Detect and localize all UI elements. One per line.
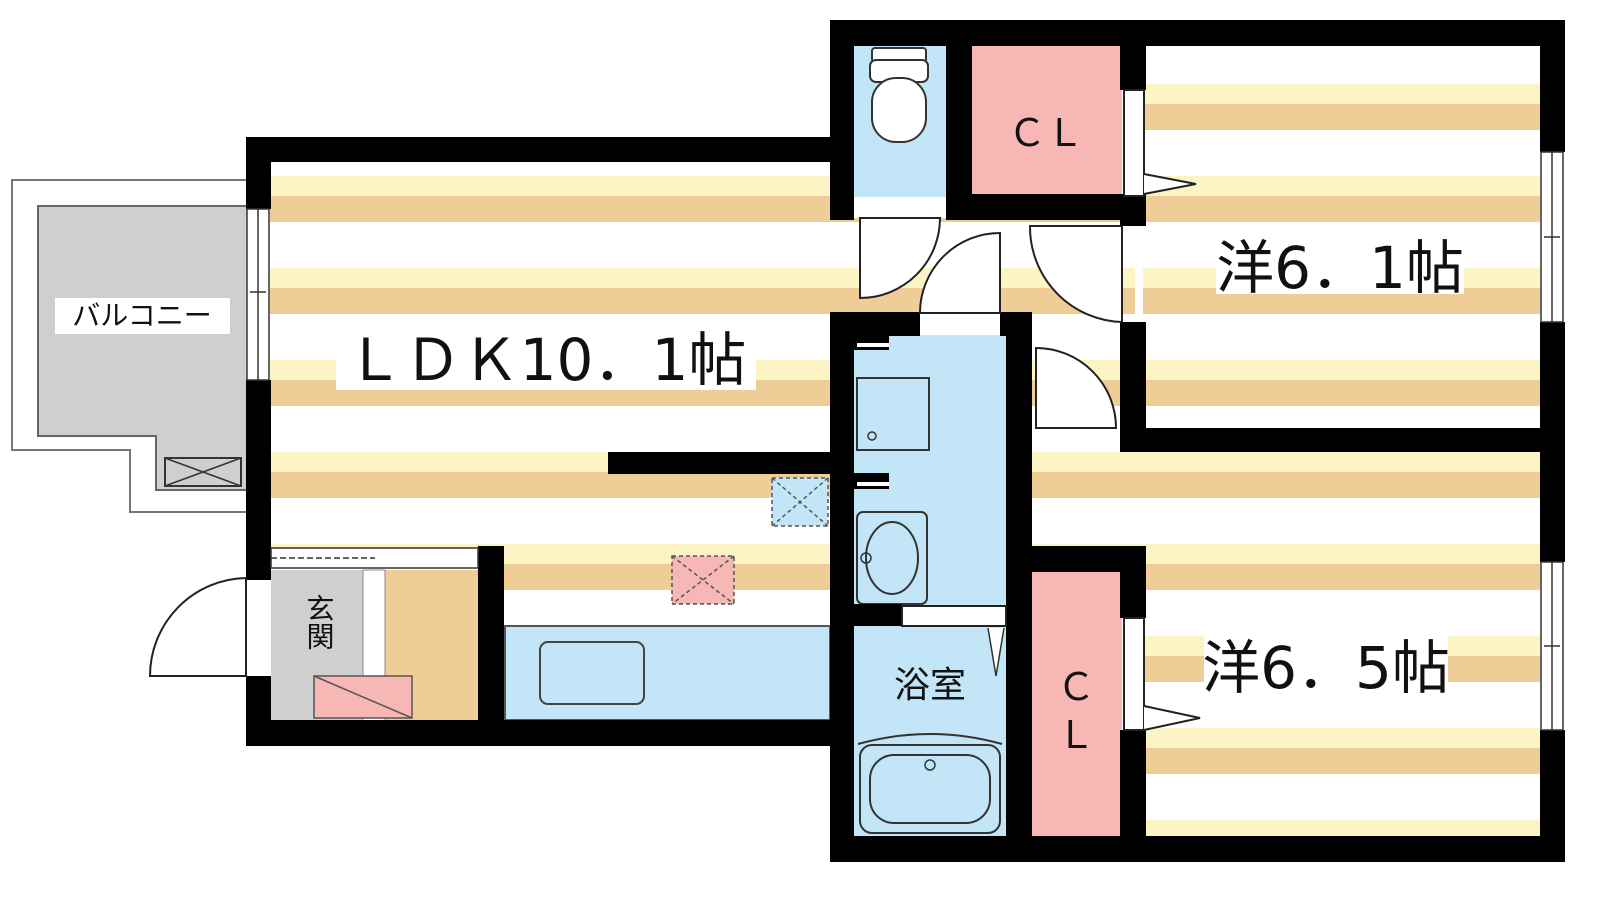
bath-label: 浴室	[894, 665, 966, 706]
hallway-floor-south	[1030, 448, 1540, 548]
entrance-door-swing-icon	[148, 576, 247, 677]
doors	[148, 89, 1201, 731]
closet-side-label-l: Ｌ	[1057, 713, 1095, 757]
washbasin-icon	[856, 511, 928, 605]
entrance-door-gap	[246, 580, 271, 676]
closet-side-label-c: Ｃ	[1057, 665, 1095, 709]
room1-door-swing-icon	[1028, 225, 1123, 324]
walls	[246, 20, 1565, 862]
toilet-bowl-icon	[871, 77, 927, 143]
outdoor-unit-cross-icon	[164, 457, 242, 487]
kitchen-counter	[504, 625, 831, 721]
balcony: バルコニー	[11, 179, 249, 513]
ldk-label: ＬＤＫ10．1帖	[346, 326, 747, 394]
balcony-label: バルコニー	[72, 299, 211, 332]
closet-side-fill	[1030, 570, 1122, 840]
closet-side-door	[1123, 617, 1145, 731]
room-labels: ＬＤＫ10．1帖 洋6．1帖 洋6．5帖 ＣＬ Ｃ Ｌ 玄関	[302, 111, 1464, 757]
washroom-door-swing-icon	[918, 231, 1001, 314]
entrance-label-bg	[302, 592, 336, 660]
floor-fills	[270, 42, 1540, 840]
closet-top-door	[1123, 89, 1145, 197]
room1-label: 洋6．1帖	[1216, 234, 1464, 302]
entrance-label: 玄関	[303, 594, 336, 650]
room2-label: 洋6．5帖	[1202, 634, 1450, 702]
bathtub-icon	[859, 744, 1001, 834]
bathroom: 浴室	[857, 627, 1005, 834]
outdoor-unit	[164, 457, 242, 487]
closet-top-label: ＣＬ	[1008, 111, 1084, 155]
room2-door-swing-icon	[1035, 346, 1118, 429]
washroom	[854, 334, 930, 605]
washroom-cabinet-icon	[856, 377, 930, 451]
kitchen-sink-icon	[539, 641, 645, 705]
closet-top-fill	[970, 42, 1122, 194]
toilet	[869, 47, 929, 143]
windows	[246, 151, 1564, 731]
bath-door-icon	[987, 627, 1005, 677]
